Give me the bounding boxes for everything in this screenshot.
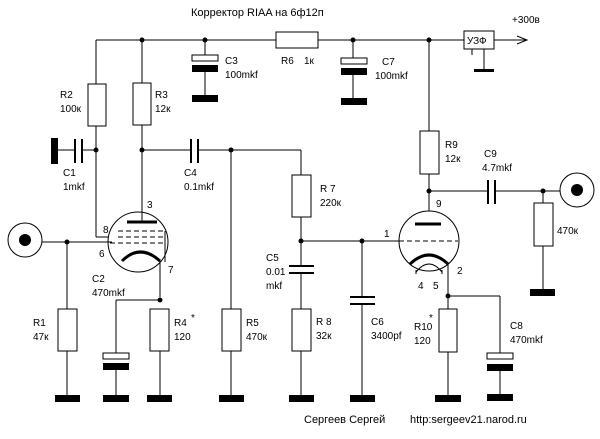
- tube-1: [107, 211, 169, 297]
- c5-value-unit: mkf: [266, 281, 282, 292]
- ground-icon: [474, 69, 494, 72]
- tube1-pin-3: 3: [147, 200, 153, 211]
- tube-2: [398, 210, 460, 295]
- r9-value: 12к: [445, 154, 461, 165]
- r5-name: R5: [246, 318, 259, 329]
- c8-value: 470mkf: [510, 335, 543, 346]
- supply-voltage-label: +300в: [512, 15, 540, 26]
- r10-mark: *: [429, 313, 433, 324]
- ground-icon: [289, 395, 314, 402]
- capacitor-c1: [51, 138, 96, 164]
- arrow-icon: [516, 35, 529, 45]
- capacitor-c2: [102, 297, 163, 402]
- r8-name: R 8: [316, 317, 332, 328]
- resistor-r6: [275, 31, 319, 49]
- ground-icon: [55, 395, 80, 402]
- r2-name: R2: [60, 90, 73, 101]
- ground-icon: [147, 395, 172, 402]
- tube2-pin-9: 9: [436, 199, 442, 210]
- resistor-r8: [291, 308, 312, 352]
- c1-name: C1: [63, 168, 76, 179]
- ground-icon: [341, 98, 367, 105]
- capacitor-c3: [191, 40, 219, 102]
- r3-value: 12к: [155, 104, 171, 115]
- ground-icon: [51, 138, 58, 164]
- r2-value: 100к: [60, 104, 82, 115]
- resistor-r2: [87, 83, 107, 127]
- r6-name: R6: [281, 56, 294, 67]
- r4-mark: *: [191, 313, 195, 324]
- r1-name: R1: [33, 318, 46, 329]
- c5-value: 0.01: [266, 267, 286, 278]
- c7-value: 100mkf: [375, 71, 408, 82]
- ground-icon: [530, 289, 555, 296]
- c7-name: C7: [382, 57, 395, 68]
- r4-name: R4: [174, 318, 187, 329]
- resistor-r1: [57, 308, 78, 352]
- capacitor-c8: [486, 296, 514, 401]
- diagram-title: Корректор RIAA на 6ф12п: [191, 7, 324, 19]
- r6-value: 1к: [304, 56, 315, 67]
- c5-name: C5: [266, 253, 279, 264]
- c4-value: 0.1mkf: [184, 182, 214, 193]
- r3-name: R3: [155, 90, 168, 101]
- ground-icon: [487, 394, 513, 401]
- c6-name: C6: [371, 317, 384, 328]
- output-jack[interactable]: [559, 172, 595, 208]
- capacitor-c7: [340, 40, 368, 105]
- filter-block: [463, 30, 495, 72]
- resistor-output: [533, 202, 554, 247]
- capacitor-c4: [142, 139, 301, 163]
- c4-name: C4: [184, 168, 197, 179]
- tube1-pin-6: 6: [99, 249, 105, 260]
- r9-name: R9: [445, 140, 458, 151]
- resistor-r10: [438, 308, 458, 353]
- c1-value: 1mkf: [63, 182, 85, 193]
- r5-value: 470к: [246, 332, 268, 343]
- filter-block-label: УЗФ: [467, 36, 487, 47]
- c2-name: C2: [92, 274, 105, 285]
- ground-icon: [219, 395, 244, 402]
- capacitor-c6: [350, 241, 375, 402]
- tube2-pin-4: 4: [418, 281, 424, 292]
- tube2-pin-1: 1: [384, 229, 390, 240]
- resistor-r3: [132, 82, 152, 126]
- ground-icon: [103, 395, 129, 402]
- c3-name: C3: [225, 56, 238, 67]
- capacitor-c5: [289, 265, 314, 309]
- r4-value: 120: [174, 332, 191, 343]
- c6-value: 3400pf: [371, 331, 402, 342]
- resistor-r5: [221, 308, 242, 352]
- c9-name: C9: [484, 149, 497, 160]
- ground-icon: [192, 95, 218, 102]
- capacitor-c9: [429, 180, 563, 204]
- tube1-pin-8: 8: [103, 225, 109, 236]
- input-jack[interactable]: [7, 222, 43, 258]
- ground-icon: [350, 395, 375, 402]
- author-name: Сергеев Сергей: [304, 414, 385, 426]
- r1-value: 47к: [33, 332, 49, 343]
- r7-value: 220к: [320, 198, 342, 209]
- r10-value: 120: [414, 336, 431, 347]
- c3-value: 100mkf: [225, 70, 258, 81]
- resistor-r9: [419, 130, 440, 175]
- c9-value: 4.7mkf: [482, 163, 512, 174]
- output-resistor-value: 470к: [557, 226, 579, 237]
- tube2-pin-5: 5: [433, 281, 439, 292]
- website-link[interactable]: http:sergeev21.narod.ru: [410, 414, 527, 426]
- c8-name: C8: [510, 321, 523, 332]
- r10-name: R10: [414, 322, 433, 333]
- ground-icon: [435, 395, 461, 402]
- tube1-pin-7: 7: [168, 265, 174, 276]
- resistor-r4: [149, 308, 170, 352]
- c2-value: 470mkf: [92, 288, 125, 299]
- tube2-pin-2: 2: [457, 266, 463, 277]
- resistor-r7: [291, 174, 312, 218]
- r7-name: R 7: [320, 184, 336, 195]
- r8-value: 32к: [316, 331, 332, 342]
